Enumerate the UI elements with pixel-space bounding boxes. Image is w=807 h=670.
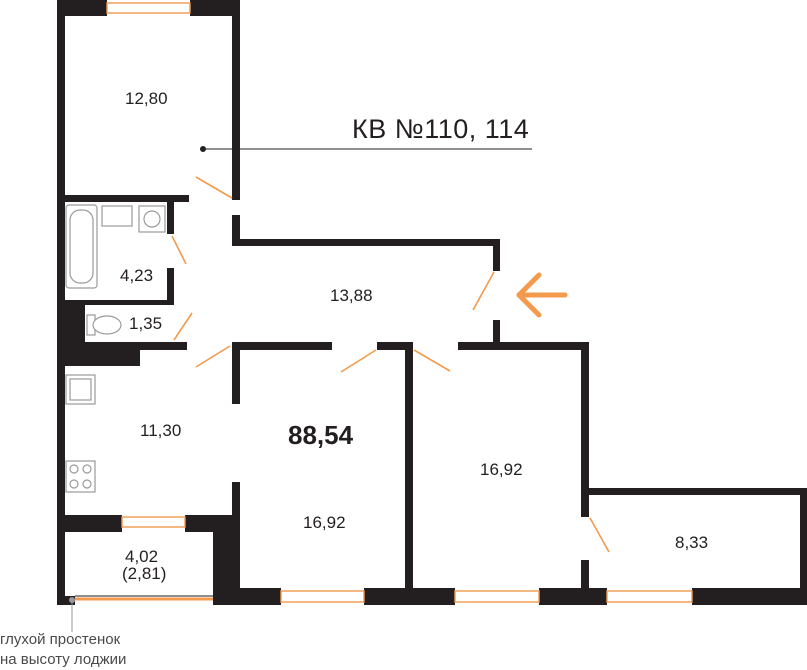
kitchen-sink-basin [69, 378, 92, 401]
wall-kitchen-bottom-right [185, 515, 240, 532]
room-area-bathroom: 4,23 [120, 266, 154, 285]
wall-balcony-right [800, 488, 807, 603]
fixtures [65, 204, 166, 493]
door-room-middle [340, 349, 377, 373]
wall-note-line-1: глухой простенок [0, 631, 121, 648]
wall-right-room-right-lower [581, 560, 589, 603]
wall-mid-left-upper [232, 342, 240, 404]
wall-bottom-a [213, 588, 281, 605]
wall-bottom-b [364, 588, 455, 605]
window-room-right [454, 590, 540, 603]
room-area-right: 16,92 [480, 460, 523, 479]
wall-kitchen-bottom [57, 515, 122, 532]
wall-kitchen-top-shade [65, 350, 140, 366]
room-area-hall: 13,88 [330, 286, 373, 305]
wall-note: глухой простенок на высоту лоджии [0, 630, 126, 670]
entrance-arrow-icon [516, 272, 568, 318]
room-area-kitchen: 11,30 [140, 421, 182, 440]
walls [57, 0, 807, 605]
door-bath [171, 235, 187, 265]
stove-burner-3 [69, 479, 79, 489]
apartment-title: КВ №110, 114 [352, 114, 530, 144]
door-kitchen [195, 345, 231, 368]
wall-loggia-bottom [57, 596, 75, 605]
room-area-middle: 16,92 [303, 513, 346, 532]
room-area-toilet: 1,35 [129, 314, 163, 333]
wall-right-room-right [581, 342, 589, 517]
door-room1 [195, 176, 233, 199]
wall-mid-top-right [377, 342, 413, 350]
door-balcony [589, 517, 610, 553]
wall-bath-right-lower [167, 268, 174, 304]
wall-entrance-lower [493, 320, 500, 350]
wall-room1-right [232, 0, 240, 200]
wall-top-left [57, 0, 107, 16]
wall-note-line-2: на высоту лоджии [0, 651, 127, 668]
room-area-loggia: 4,02 [125, 547, 159, 566]
window-room-middle [280, 590, 365, 603]
window-balcony [606, 590, 693, 603]
room-area-balcony: 8,33 [675, 533, 709, 552]
stove [65, 460, 96, 493]
washing-machine-drum [143, 210, 161, 228]
wall-room1-right-lower [232, 215, 240, 245]
stove-burner-2 [82, 464, 92, 474]
windows [69, 2, 693, 632]
wall-toilet-block [57, 305, 85, 343]
wall-bath-bottom [57, 300, 174, 305]
title-leader-dot [200, 146, 206, 152]
wall-balcony-top [581, 488, 807, 495]
toilet-bowl [92, 315, 122, 335]
wall-right-room-top [458, 342, 588, 350]
wall-entrance-upper [493, 239, 500, 271]
stove-burner-1 [69, 464, 79, 474]
wall-room1-bottom [57, 195, 189, 202]
room-area-top-left: 12,80 [125, 89, 168, 108]
wall-mid-top-left [232, 342, 332, 350]
bathtub-inner [69, 209, 94, 284]
door-entrance [472, 271, 495, 311]
wall-top-right [190, 0, 240, 16]
door-room-right [413, 349, 451, 372]
window-top [106, 2, 191, 14]
wall-hall-top [232, 239, 500, 246]
wall-bath-right [167, 202, 174, 234]
wall-mid-right [405, 342, 413, 603]
stove-burner-4 [82, 479, 92, 489]
room-area-loggia-reduced: (2,81) [122, 564, 167, 583]
wall-toilet-bottom [57, 342, 187, 350]
door-toilet [173, 312, 193, 341]
total-area: 88,54 [288, 420, 354, 450]
doors [171, 176, 610, 553]
window-kitchen [121, 516, 186, 528]
bath-sink [101, 205, 133, 227]
wall-bottom-c [539, 588, 607, 605]
wall-bottom-d [692, 588, 807, 605]
